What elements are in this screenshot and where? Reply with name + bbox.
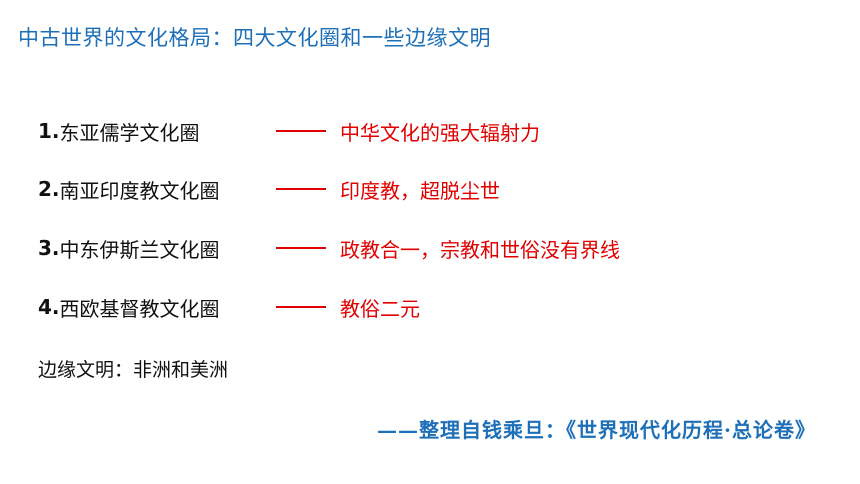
row-label: 西欧基督教文化圈 — [59, 296, 220, 321]
culture-circle-row-2: 2. 南亚印度教文化圈 印度教，超脱尘世 — [38, 174, 500, 204]
culture-circle-row-1: 1. 东亚儒学文化圈 中华文化的强大辐射力 — [38, 116, 540, 146]
row-description: 印度教，超脱尘世 — [340, 178, 500, 203]
row-label: 东亚儒学文化圈 — [59, 120, 200, 145]
row-description: 中华文化的强大辐射力 — [340, 120, 540, 145]
row-left-2: 2. 南亚印度教文化圈 — [38, 175, 276, 204]
slide-title: 中古世界的文化格局：四大文化圈和一些边缘文明 — [18, 26, 491, 50]
row-label: 南亚印度教文化圈 — [59, 178, 220, 203]
row-description: 教俗二元 — [340, 296, 420, 321]
row-number: 3. — [38, 236, 60, 260]
row-number: 2. — [38, 177, 60, 201]
culture-circle-row-3: 3. 中东伊斯兰文化圈 政教合一，宗教和世俗没有界线 — [38, 233, 620, 263]
red-dash-connector — [276, 247, 326, 249]
row-number: 4. — [38, 295, 60, 319]
row-description: 政教合一，宗教和世俗没有界线 — [340, 237, 620, 262]
culture-circle-row-4: 4. 西欧基督教文化圈 教俗二元 — [38, 292, 420, 322]
row-left-3: 3. 中东伊斯兰文化圈 — [38, 234, 276, 263]
row-label: 中东伊斯兰文化圈 — [59, 237, 220, 262]
edge-civilizations-note: 边缘文明：非洲和美洲 — [38, 359, 229, 381]
row-left-1: 1. 东亚儒学文化圈 — [38, 117, 276, 146]
row-left-4: 4. 西欧基督教文化圈 — [38, 293, 276, 322]
red-dash-connector — [276, 188, 326, 190]
row-number: 1. — [38, 119, 60, 143]
source-citation: ——整理自钱乘旦：《世界现代化历程·总论卷》 — [377, 418, 816, 442]
red-dash-connector — [276, 130, 326, 132]
red-dash-connector — [276, 306, 326, 308]
